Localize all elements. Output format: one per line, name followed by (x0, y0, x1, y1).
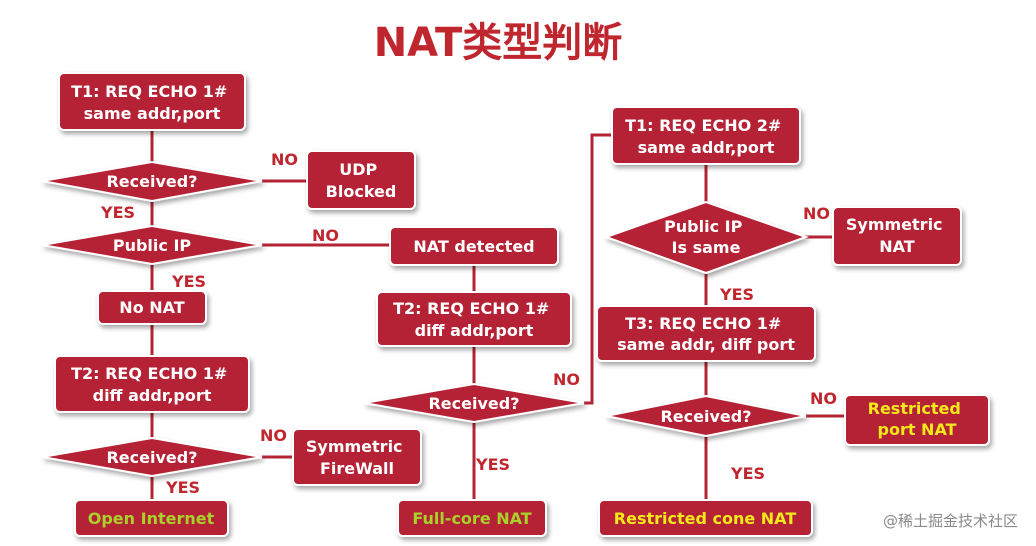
node-restricted-port-nat: Restricted port NAT (844, 394, 990, 446)
svg-text:No NAT: No NAT (119, 298, 184, 317)
node-no-nat: No NAT (97, 290, 207, 325)
node-t3-echo1: T3: REQ ECHO 1# same addr, diff port (596, 305, 816, 362)
svg-text:Full-core NAT: Full-core NAT (412, 509, 531, 528)
svg-text:T3: REQ ECHO 1# same add: T3: REQ ECHO 1# same addr, diff port (617, 314, 795, 354)
label-no-udp: NO (271, 150, 298, 169)
svg-text:Restricted cone NAT: Restricted cone NAT (614, 509, 797, 528)
svg-text:Received?: Received? (106, 172, 197, 191)
label-no-restricted-port: NO (810, 389, 837, 408)
svg-text:UDP Blocked: UDP Blocked (326, 160, 397, 201)
label-yes-restricted-cone: YES (730, 464, 765, 483)
node-t2-echo1-left: T2: REQ ECHO 1# diff addr,port (54, 355, 250, 413)
edge-labels: NO YES NO YES NO YES YES NO NO YES NO YE… (100, 150, 837, 497)
svg-text:T2: REQ ECHO 1# diff add: T2: REQ ECHO 1# diff addr,port (393, 299, 555, 340)
edges (150, 130, 845, 500)
label-no-firewall: NO (260, 426, 287, 445)
svg-text:Restricted port NAT: Restricted port NAT (868, 399, 967, 439)
svg-text:Public IP Is same: Public IP Is same (664, 217, 748, 257)
svg-text:NAT detected: NAT detected (413, 237, 534, 256)
node-t1-echo2: T1: REQ ECHO 2# same addr,port (611, 106, 801, 165)
node-full-cone-nat: Full-core NAT (397, 499, 547, 537)
svg-text:Received?: Received? (428, 394, 519, 413)
label-no-symmetric: NO (803, 204, 830, 223)
label-yes-t3: YES (719, 285, 754, 304)
page-title: NAT类型判断 (374, 20, 623, 66)
label-yes-public: YES (100, 203, 135, 222)
node-received-3: Received? (363, 382, 585, 424)
label-no-nat-detected: NO (312, 226, 339, 245)
svg-text:Symmetric FireWall: Symmetric FireWall (306, 437, 408, 478)
svg-text:Open Internet: Open Internet (88, 509, 215, 528)
label-no-to-echo2: NO (553, 370, 580, 389)
edge-received-to-t1-echo2 (584, 133, 612, 405)
node-received-1: Received? (41, 160, 263, 203)
node-nat-detected: NAT detected (389, 226, 559, 266)
label-yes-open: YES (165, 478, 200, 497)
svg-text:Public IP: Public IP (113, 236, 192, 255)
node-open-internet: Open Internet (74, 499, 229, 537)
svg-text:T1: REQ ECHO 1# same add: T1: REQ ECHO 1# same addr,port (71, 82, 233, 123)
label-yes-no-nat: YES (171, 272, 206, 291)
node-t1-echo1: T1: REQ ECHO 1# same addr,port (58, 72, 246, 131)
node-symmetric-nat: Symmetric NAT (832, 206, 962, 266)
label-yes-full-cone: YES (475, 455, 510, 474)
svg-text:T1: REQ ECHO 2# same add: T1: REQ ECHO 2# same addr,port (625, 116, 787, 157)
node-received-2: Received? (41, 436, 263, 478)
node-public-ip: Public IP (41, 224, 263, 266)
svg-text:Received?: Received? (106, 448, 197, 467)
node-udp-blocked: UDP Blocked (306, 150, 416, 210)
node-restricted-cone-nat: Restricted cone NAT (598, 499, 813, 537)
svg-text:T2: REQ ECHO 1# diff add: T2: REQ ECHO 1# diff addr,port (71, 364, 233, 405)
node-received-4: Received? (605, 394, 807, 438)
svg-text:Received?: Received? (660, 407, 751, 426)
node-t2-echo1-mid: T2: REQ ECHO 1# diff addr,port (376, 291, 572, 347)
svg-text:Symmetric NAT: Symmetric NAT (846, 215, 948, 256)
node-public-ip-same: Public IP Is same (603, 200, 809, 275)
node-symmetric-firewall: Symmetric FireWall (292, 428, 422, 486)
watermark: @稀土掘金技术社区 (883, 512, 1018, 530)
